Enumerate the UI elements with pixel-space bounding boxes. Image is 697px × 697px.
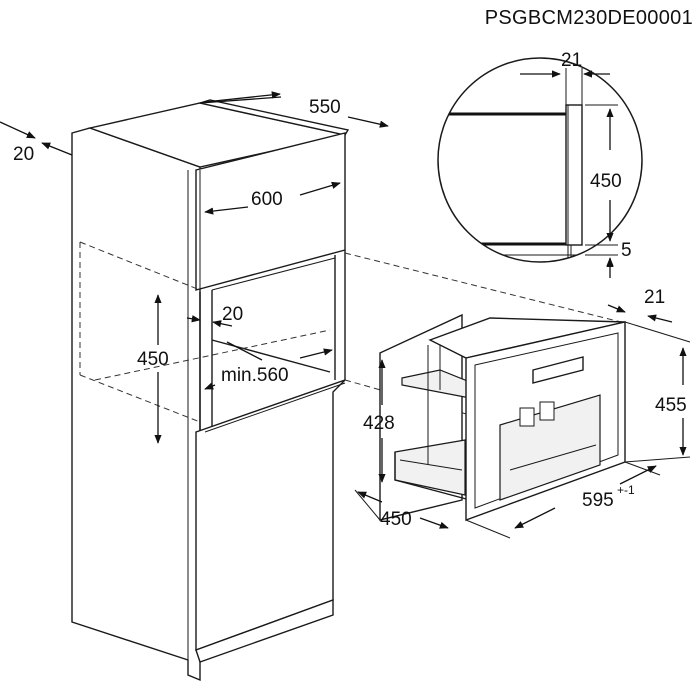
detail-thickness-label: 21 (561, 50, 582, 71)
cabinet-side-panel (71, 127, 201, 682)
detail-gap-label: 5 (621, 240, 632, 261)
body-depth-label: 450 (380, 509, 412, 530)
side-offset-label: 20 (13, 144, 34, 165)
appliance-dimensions: 455 21 428 450 595 +-1 (354, 287, 691, 539)
min-niche-depth-label: min.560 (221, 365, 289, 386)
detail-view: 21 450 5 (437, 50, 643, 278)
width-tolerance-label: +-1 (617, 483, 635, 497)
body-height-label: 428 (363, 413, 395, 434)
tall-cabinet (71, 99, 626, 682)
appliance-height-label: 455 (655, 395, 687, 416)
display-panel (532, 356, 584, 384)
cabinet-width-label: 600 (251, 189, 283, 210)
appliance-width-label: 595 (582, 490, 614, 511)
niche-height-label: 450 (137, 349, 169, 370)
shelf-setback-label: 20 (222, 304, 243, 325)
cabinet-dimensions: 20 550 600 450 20 min.560 (0, 91, 389, 444)
front-depth-label: 21 (644, 287, 665, 308)
cabinet-lower-front (195, 379, 346, 652)
detail-opening-height-label: 450 (590, 171, 622, 192)
cabinet-depth-label: 550 (309, 97, 341, 118)
drawing-code: PSGBCM230DE00001 (485, 7, 693, 29)
